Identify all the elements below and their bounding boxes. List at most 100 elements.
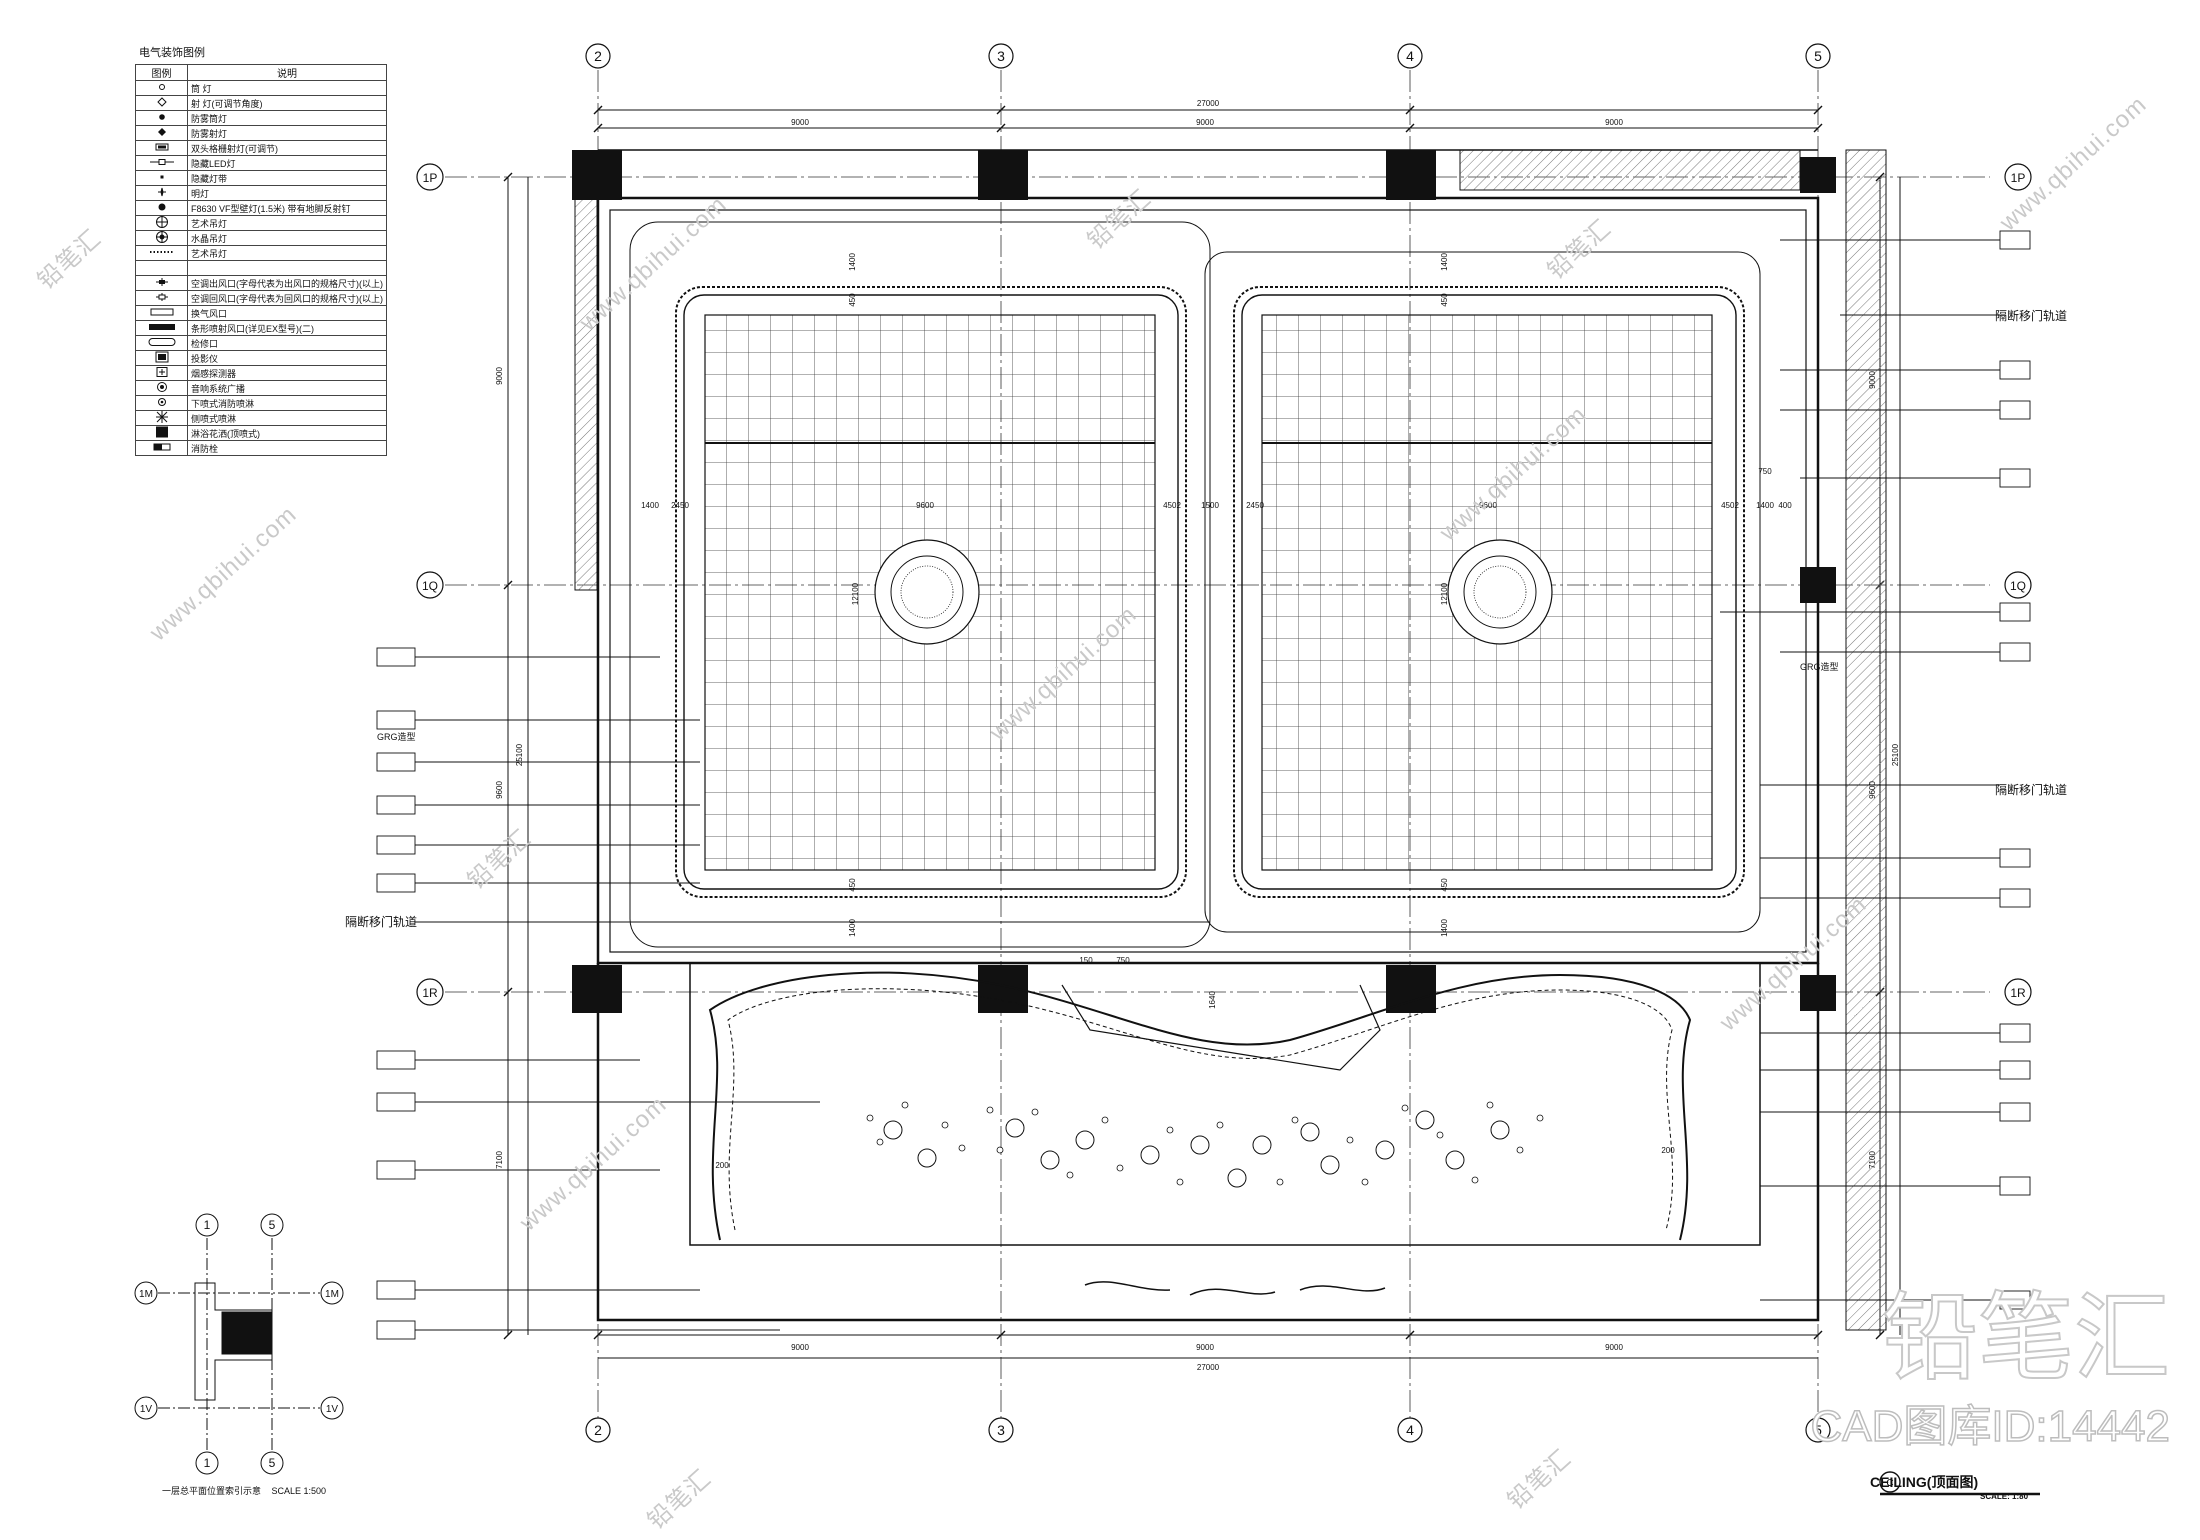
dim-bottom-total: 27000	[1197, 1363, 1220, 1372]
key-plan-scale: SCALE 1:500	[271, 1486, 327, 1496]
dim-450-top-right: 450	[1440, 293, 1449, 307]
sprinkler-down-icon	[135, 395, 188, 411]
legend-row: F8630 VF型壁灯(1.5米) 带有地脚反射钉	[135, 200, 387, 216]
dim-hall-width-right: 9600	[1479, 501, 1497, 510]
legend-desc: 淋浴花洒(顶喷式)	[187, 425, 387, 441]
dim-left-total: 25100	[515, 743, 524, 766]
dim-750-right: 750	[1758, 467, 1772, 476]
grid-label-row-1q-right: 1Q	[2010, 579, 2026, 593]
label-track-left: 隔断移门轨道	[345, 914, 417, 929]
small-circle-icon	[135, 80, 188, 96]
legend-desc: 射 灯(可调节角度)	[187, 95, 387, 111]
dim-top-bay-3: 9000	[1605, 118, 1623, 127]
legend-title: 电气装饰图例	[139, 47, 205, 59]
legend-row: 水晶吊灯	[135, 230, 387, 246]
leader-lines	[415, 239, 2000, 1331]
grid-label-col-3-bottom: 3	[997, 1422, 1005, 1438]
grid-label-col-5-bottom: 5	[1814, 1422, 1822, 1438]
dim-edge-left: 1400	[641, 501, 659, 510]
legend-row: 艺术吊灯	[135, 245, 387, 261]
dimension-ticks	[503, 105, 1885, 1340]
chandelier-right	[1447, 539, 1553, 645]
legend-row: 侧喷式喷淋	[135, 410, 387, 426]
label-grg-right: GRG造型	[1800, 661, 1839, 672]
dim-200-right: 200	[1661, 1146, 1675, 1155]
legend-row: 双头格栅射灯(可调节)	[135, 140, 387, 156]
lobby-light-cluster	[883, 1110, 1510, 1188]
dim-bottom-bay-2: 9000	[1196, 1343, 1214, 1352]
legend-desc: 烟感探测器	[187, 365, 387, 381]
dim-edge-right: 1400	[1756, 501, 1774, 510]
legend-desc: F8630 VF型壁灯(1.5米) 带有地脚反射钉	[187, 200, 387, 216]
hatched-walls	[574, 149, 1887, 1331]
grid-label-row-1r-left: 1R	[422, 986, 438, 1000]
dim-bottom-bay-3: 9000	[1605, 1343, 1623, 1352]
grid-label-row-1q-left: 1Q	[422, 579, 438, 593]
grid-label-col-4-top: 4	[1406, 48, 1414, 64]
filled-square-icon	[135, 425, 188, 441]
dim-2450-right: 2450	[1246, 501, 1264, 510]
legend-desc: 艺术吊灯	[187, 245, 387, 261]
legend-header-row: 图例 说明	[135, 64, 387, 81]
legend-row: 检修口	[135, 335, 387, 351]
key-row-1v-right: 1V	[326, 1404, 339, 1415]
legend-row: 空调回风口(字母代表为回风口的规格尺寸)(以上)	[135, 290, 387, 306]
legend-row: 隐藏LED灯	[135, 155, 387, 171]
legend-desc: 筒 灯	[187, 80, 387, 96]
legend-desc: 空调回风口(字母代表为回风口的规格尺寸)(以上)	[187, 290, 387, 306]
legend-desc: 隐藏灯带	[187, 170, 387, 186]
filled-diamond-icon	[135, 125, 188, 141]
drawing-title: CEILING(顶面图)	[1870, 1474, 1979, 1490]
legend-row: 空调出风口(字母代表为出风口的规格尺寸)(以上)	[135, 275, 387, 291]
legend-row: 条形喷射风口(详见EX型号)(二)	[135, 320, 387, 336]
blank-icon	[135, 260, 188, 276]
grid-label-col-3-top: 3	[997, 48, 1005, 64]
legend-header-symbol: 图例	[135, 64, 188, 81]
dim-4502-left: 4502	[1163, 501, 1181, 510]
key-plan-labels: 1 5 1 5 1M 1M 1V 1V	[139, 1218, 339, 1470]
dim-1400-bottom-right: 1400	[1440, 919, 1449, 937]
key-col-1-top: 1	[204, 1218, 211, 1232]
grid-label-col-4-bottom: 4	[1406, 1422, 1414, 1438]
label-track-right-2: 隔断移门轨道	[1995, 782, 2067, 797]
legend-row: 烟感探测器	[135, 365, 387, 381]
legend-row: 艺术吊灯	[135, 215, 387, 231]
lobby-small-dots	[866, 1101, 1544, 1186]
legend-row: 明灯	[135, 185, 387, 201]
art-pendant-icon	[135, 215, 188, 231]
brand-stamp: 铅笔汇 CAD图库ID:14442	[1810, 1282, 2171, 1454]
grid-label-row-1r-right: 1R	[2010, 986, 2026, 1000]
dim-450-bottom-left: 450	[848, 878, 857, 892]
grid-label-col-2-top: 2	[594, 48, 602, 64]
dim-top-bay-2: 9000	[1196, 118, 1214, 127]
legend-desc: 艺术吊灯	[187, 215, 387, 231]
circle-dot-icon	[135, 200, 188, 216]
key-row-1m-left: 1M	[139, 1289, 153, 1300]
speaker-icon	[135, 380, 188, 396]
key-row-1v-left: 1V	[140, 1404, 153, 1415]
legend-row: 筒 灯	[135, 80, 387, 96]
star-small-icon	[135, 185, 188, 201]
diamond-outline-icon	[135, 95, 188, 111]
crystal-pendant-icon	[135, 230, 188, 246]
legend-desc: 侧喷式喷淋	[187, 410, 387, 426]
legend-row: 下喷式消防喷淋	[135, 395, 387, 411]
legend-desc: 下喷式消防喷淋	[187, 395, 387, 411]
hall-frames	[629, 221, 1761, 948]
brand-logo: 铅笔汇	[1881, 1282, 2171, 1394]
grid-label-row-1p-right: 1P	[2011, 171, 2026, 185]
lobby-curved-ceiling	[708, 971, 1692, 1241]
legend-desc: 双头格栅射灯(可调节)	[187, 140, 387, 156]
brand-cad-id: CAD图库ID:14442	[1810, 1401, 2171, 1452]
key-col-5-top: 5	[269, 1218, 276, 1232]
dim-150: 150	[1079, 956, 1093, 965]
small-square-dot-icon	[135, 170, 188, 186]
dimension-texts: 27000 9000 9000 9000 9000 9000 9000 2700…	[641, 99, 1792, 1372]
grid-label-col-5-top: 5	[1814, 48, 1822, 64]
dim-top-bay-1: 9000	[791, 118, 809, 127]
grid-label-col-2-bottom: 2	[594, 1422, 602, 1438]
linear-vent-icon	[135, 320, 188, 336]
legend-desc	[187, 260, 387, 276]
legend-row: 隐藏灯带	[135, 170, 387, 186]
